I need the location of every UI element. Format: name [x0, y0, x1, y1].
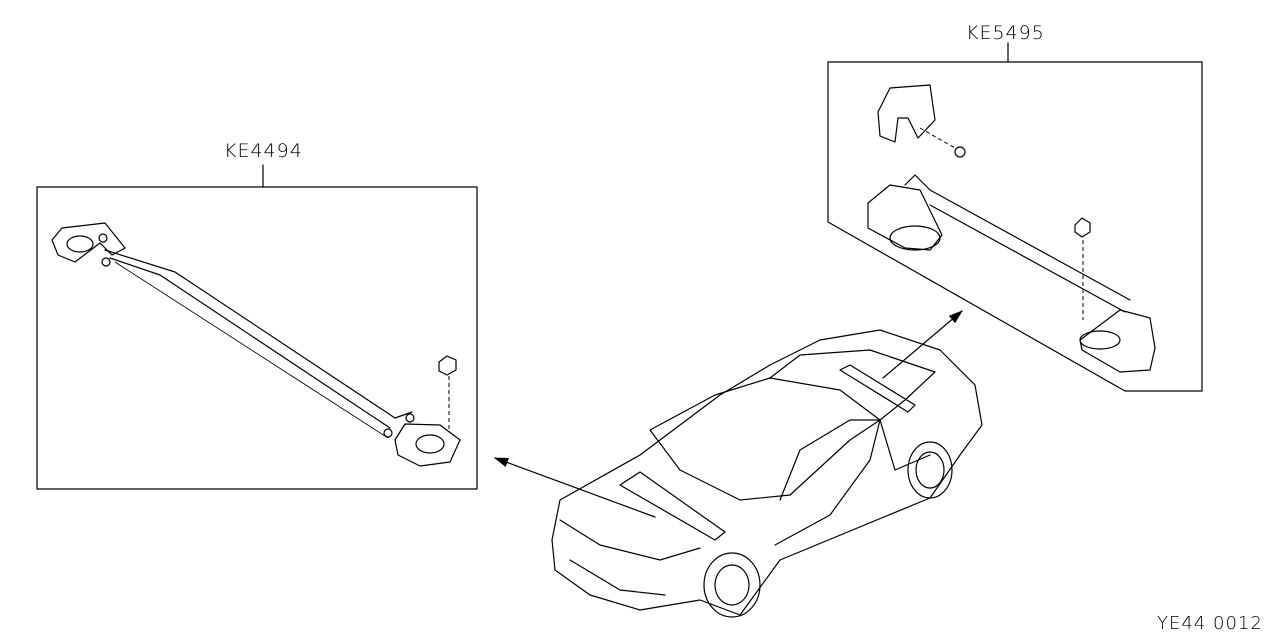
part-box-ke4494 — [36, 164, 478, 490]
arrow-to-ke5495 — [882, 310, 963, 379]
arrow-to-ke4494 — [493, 457, 656, 518]
part-code-ke5495: KE5495 — [966, 22, 1045, 44]
strut-cover-illustration — [877, 84, 966, 158]
nut-icon — [438, 355, 457, 430]
part-frame — [827, 61, 1203, 392]
strut-bar-illustration — [867, 174, 1156, 373]
part-box-ke5495 — [827, 42, 1203, 392]
car-illustration — [551, 329, 983, 618]
strut-bar-illustration — [51, 222, 461, 467]
part-code-ke4494: KE4494 — [224, 140, 303, 162]
part-frame — [36, 186, 478, 490]
diagram-reference: YE44 0012 — [1157, 613, 1263, 634]
